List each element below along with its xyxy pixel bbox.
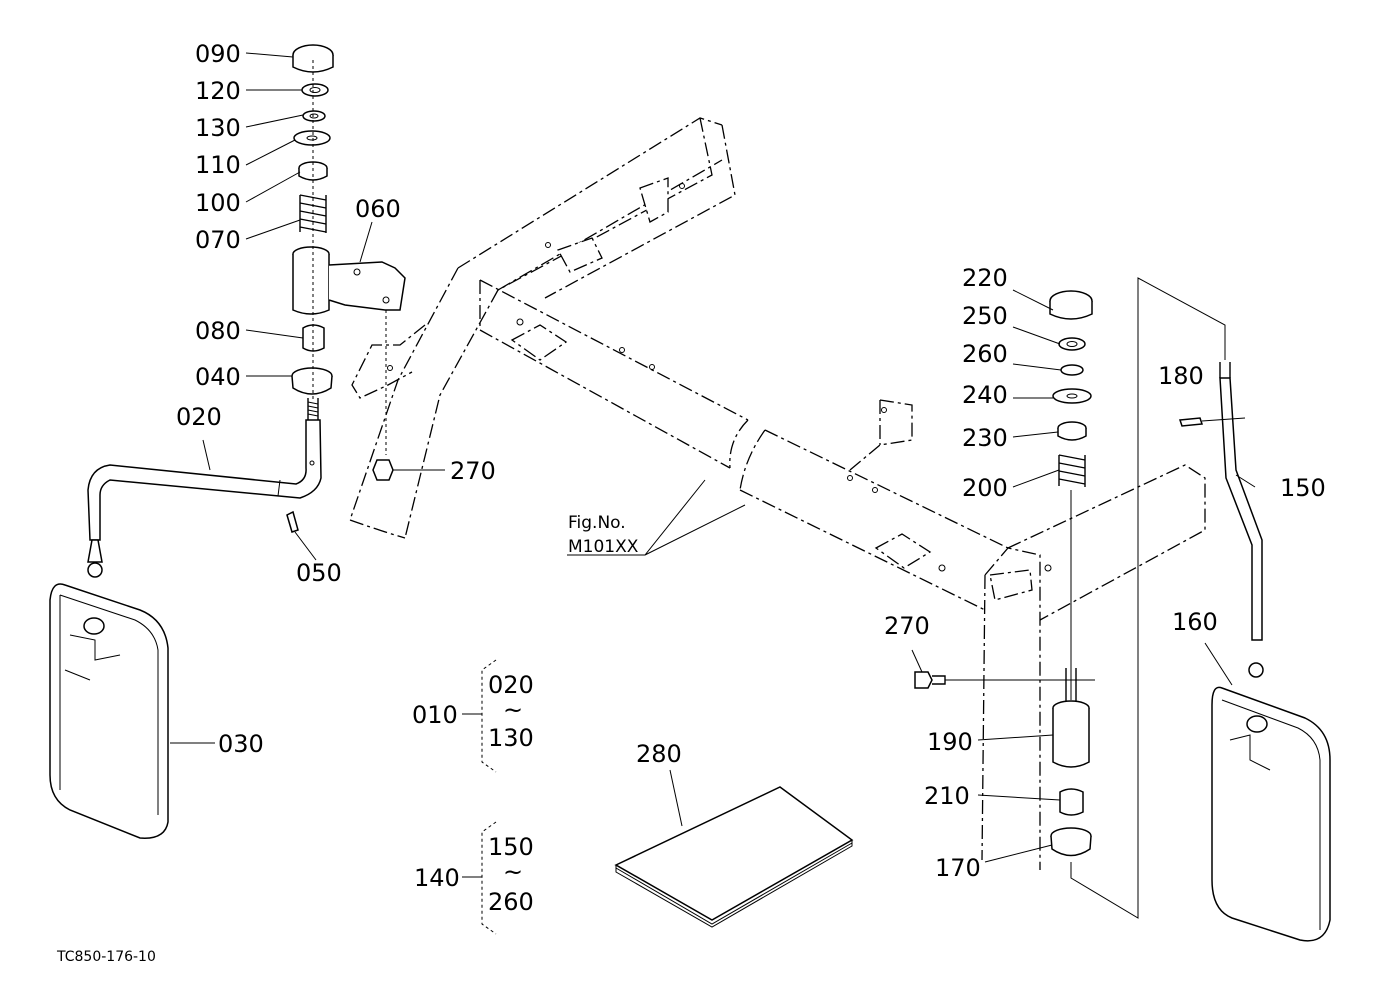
manual-booklet — [614, 786, 854, 928]
callout-020: 020 — [176, 403, 222, 431]
callout-labels: 090 120 130 110 100 070 060 080 040 020 … — [176, 40, 1326, 882]
callout-170: 170 — [935, 854, 981, 882]
leader-lines — [170, 52, 1256, 863]
callout-030: 030 — [218, 730, 264, 758]
callout-150: 150 — [1280, 474, 1326, 502]
callout-260: 260 — [962, 340, 1008, 368]
callout-070: 070 — [195, 226, 241, 254]
callout-040: 040 — [195, 363, 241, 391]
assembly-range-to: 260 — [488, 888, 534, 916]
callout-080: 080 — [195, 317, 241, 345]
assembly-range-to: 130 — [488, 724, 534, 752]
callout-230: 230 — [962, 424, 1008, 452]
callout-190: 190 — [927, 728, 973, 756]
callout-100: 100 — [195, 189, 241, 217]
assembly-brackets — [462, 659, 497, 935]
callout-180: 180 — [1158, 362, 1204, 390]
callout-120: 120 — [195, 77, 241, 105]
callout-240: 240 — [962, 381, 1008, 409]
callout-130: 130 — [195, 114, 241, 142]
assembly-range-tilde: ~ — [503, 858, 523, 886]
assembly-range-tilde: ~ — [503, 696, 523, 724]
assembly-range-from: 020 — [488, 671, 534, 699]
assembly-group-010: 010 020 ~ 130 — [412, 671, 534, 752]
assembly-label: 010 — [412, 701, 458, 729]
callout-200: 200 — [962, 474, 1008, 502]
assembly-label: 140 — [414, 864, 460, 892]
callout-220: 220 — [962, 264, 1008, 292]
figure-reference-line2: M101XX — [568, 537, 639, 557]
callout-250: 250 — [962, 302, 1008, 330]
figure-reference-line1: Fig.No. — [568, 513, 626, 533]
drawing-id: TC850-176-10 — [56, 949, 156, 965]
callout-050: 050 — [296, 559, 342, 587]
callout-270-left: 270 — [450, 457, 496, 485]
callout-280: 280 — [636, 740, 682, 768]
left-mirror-assembly — [49, 44, 406, 839]
callout-060: 060 — [355, 195, 401, 223]
assembly-group-140: 140 150 ~ 260 — [414, 833, 534, 916]
callout-090: 090 — [195, 40, 241, 68]
figure-reference: Fig.No. M101XX — [568, 513, 639, 557]
assembly-range-from: 150 — [488, 833, 534, 861]
callout-160: 160 — [1172, 608, 1218, 636]
cab-frame — [349, 117, 1206, 870]
callout-210: 210 — [924, 782, 970, 810]
right-mirror-assembly — [914, 277, 1331, 942]
callout-270-right: 270 — [884, 612, 930, 640]
callout-110: 110 — [195, 151, 241, 179]
